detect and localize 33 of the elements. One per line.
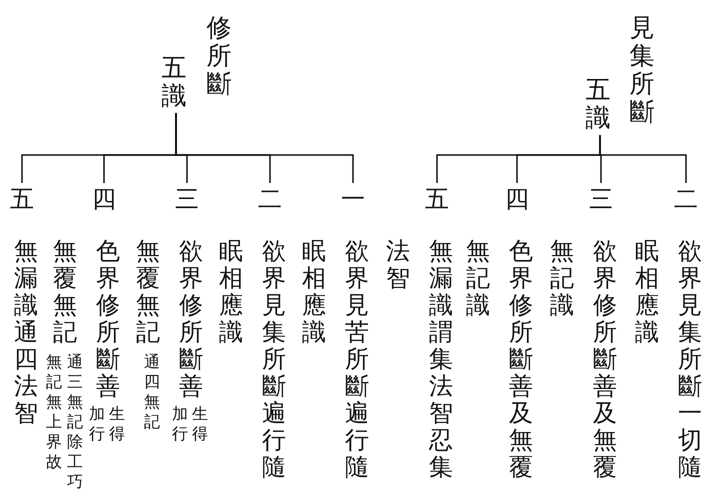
description-text: 欲界見集所斷一切隨眠相應識: [634, 238, 703, 483]
heading-text: 五識: [160, 54, 188, 110]
annotation-text: 生得: [108, 404, 126, 444]
annotation-text: 無記無上界故: [45, 352, 63, 472]
description-text: 無覆無記: [52, 238, 78, 346]
heading-text: 見集所斷: [628, 14, 656, 126]
description-text: 欲界修所斷善: [178, 238, 204, 400]
description-text: 無覆無記: [135, 238, 161, 346]
description-text: 無漏識謂集法智忍集法智: [385, 238, 454, 483]
branch-number: 一: [338, 184, 368, 214]
branch-number: 二: [255, 184, 285, 214]
description-text: 無漏識通四法智: [13, 238, 39, 429]
description-text: 欲界見集所斷遍行隨眠相應識: [218, 238, 287, 483]
annotation-text: 加行: [171, 404, 189, 444]
branch-number: 四: [89, 184, 119, 214]
description-text: 色界修所斷善及無覆無記識: [465, 238, 534, 483]
branch-number: 五: [7, 184, 37, 214]
branch-number: 三: [586, 184, 616, 214]
branch-number: 二: [671, 184, 701, 214]
annotation-text: 生得: [191, 404, 209, 444]
heading-text: 五識: [584, 76, 612, 132]
annotation-text: 通三無記除工巧: [66, 352, 84, 492]
branch-number: 四: [502, 184, 532, 214]
heading-text: 修所斷: [206, 14, 232, 98]
branch-number: 五: [422, 184, 452, 214]
description-text: 色界修所斷善: [95, 238, 121, 400]
branch-number: 三: [172, 184, 202, 214]
connector-line: [436, 135, 601, 183]
annotation-text: 通四無記: [143, 352, 161, 432]
annotation-text: 加行: [88, 404, 106, 444]
connector-line: [21, 113, 177, 183]
description-text: 欲界修所斷善及無覆無記識: [549, 238, 618, 483]
description-text: 欲界見苦所斷遍行隨眠相應識: [301, 238, 370, 483]
